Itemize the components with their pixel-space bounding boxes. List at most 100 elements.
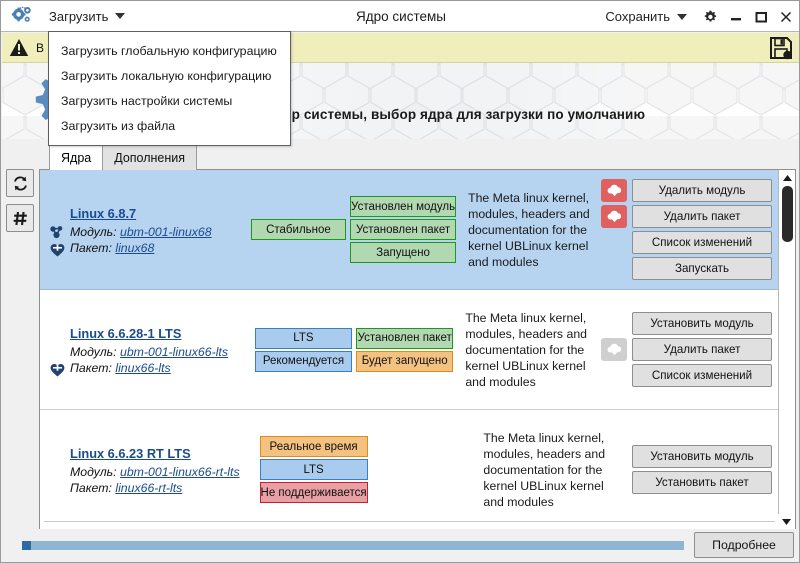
cloud-download-icon[interactable] bbox=[601, 338, 628, 361]
status-badge: Рекомендуется bbox=[254, 350, 353, 372]
action-row: Запускать bbox=[601, 257, 772, 280]
kernel-package-line: Пакет: linux68 bbox=[70, 240, 155, 255]
horizontal-scrollbar[interactable] bbox=[39, 514, 796, 530]
menu-load[interactable]: Загрузить bbox=[43, 1, 131, 32]
remove-module-button[interactable]: Удалить модуль bbox=[632, 179, 772, 202]
package-icon bbox=[48, 363, 66, 382]
tab-addons-label: Дополнения bbox=[114, 151, 186, 165]
floppy-save-icon[interactable] bbox=[769, 36, 793, 65]
kernel-title-link[interactable]: Linux 6.6.28-1 LTS bbox=[70, 325, 182, 341]
scroll-down-arrow-icon[interactable] bbox=[778, 514, 794, 529]
close-button[interactable] bbox=[778, 9, 793, 24]
progress-bar-chunk bbox=[22, 540, 31, 550]
menu-item-load-global-config[interactable]: Загрузить глобальную конфигурацию bbox=[49, 38, 290, 63]
action-row: Список изменений bbox=[601, 364, 773, 387]
remove-module-button-label: Удалить модуль bbox=[658, 184, 746, 197]
kernel-description: The Meta linux kernel, modules, headers … bbox=[483, 430, 606, 509]
details-button-label: Подробнее bbox=[712, 538, 776, 552]
scrollbar-thumb[interactable] bbox=[782, 186, 793, 242]
install-module-button-label: Установить модуль bbox=[650, 317, 754, 330]
chevron-down-icon bbox=[115, 13, 126, 19]
tab-addons[interactable]: Дополнения bbox=[102, 145, 198, 170]
status-badge: Будет запущено bbox=[356, 350, 454, 372]
tool-column bbox=[6, 169, 34, 239]
changelog-button-label: Список изменений bbox=[651, 369, 753, 382]
title-bar: Загрузить Ядро системы Сохранить bbox=[1, 1, 799, 32]
install-package-button[interactable]: Установить пакет bbox=[632, 471, 772, 494]
menu-load-label: Загрузить bbox=[49, 8, 109, 24]
changelog-button-label: Список изменений bbox=[651, 236, 753, 249]
cloud-download-icon[interactable] bbox=[601, 205, 627, 228]
warning-triangle-icon bbox=[2, 38, 36, 57]
refresh-button[interactable] bbox=[6, 169, 34, 197]
scroll-up-arrow-icon[interactable] bbox=[779, 170, 795, 185]
minimize-button[interactable] bbox=[728, 9, 743, 24]
kernel-description: The Meta linux kernel, modules, headers … bbox=[468, 190, 590, 269]
kernel-badges-left: Стабильное bbox=[250, 219, 347, 240]
kernel-module-line: Модуль: ubm-001-linux66-rt-lts bbox=[70, 464, 240, 479]
kernel-module-link[interactable]: ubm-001-linux66-rt-lts bbox=[120, 464, 240, 479]
chevron-down-icon bbox=[677, 13, 687, 20]
menu-save[interactable]: Сохранить bbox=[599, 1, 693, 32]
details-button[interactable]: Подробнее bbox=[694, 532, 794, 558]
kernel-package-link[interactable]: linux68 bbox=[115, 240, 155, 255]
install-package-button-label: Установить пакет bbox=[655, 476, 749, 489]
tab-kernels[interactable]: Ядра bbox=[49, 145, 104, 170]
status-badge: Реальное время bbox=[259, 436, 368, 457]
kernel-row[interactable]: Linux 6.6.23 RT LTS Модуль: ubm-001-linux… bbox=[40, 410, 778, 529]
menu-item-load-from-file-label: Загрузить из файла bbox=[61, 118, 176, 133]
hash-button[interactable] bbox=[6, 204, 34, 232]
package-icon bbox=[48, 243, 66, 262]
remove-package-button[interactable]: Удалить пакет bbox=[632, 205, 772, 228]
vertical-scrollbar[interactable] bbox=[778, 170, 795, 529]
kernel-package-link[interactable]: linux66-rt-lts bbox=[115, 480, 183, 495]
kernel-row[interactable]: Linux 6.6.28-1 LTS Модуль: ubm-001-linux6… bbox=[40, 290, 778, 410]
menu-item-load-local-config[interactable]: Загрузить локальную конфигурацию bbox=[49, 63, 290, 88]
run-button[interactable]: Запускать bbox=[632, 257, 772, 280]
kernel-module-line: Модуль: ubm-001-linux68 bbox=[70, 224, 212, 239]
kernel-package-link[interactable]: linux66-lts bbox=[115, 360, 171, 375]
kernel-package-line: Пакет: linux66-lts bbox=[70, 360, 171, 375]
kernel-description: The Meta linux kernel, modules, headers … bbox=[465, 310, 588, 389]
changelog-button[interactable]: Список изменений bbox=[632, 364, 773, 387]
kernel-identity: Linux 6.6.28-1 LTS Модуль: ubm-001-linux6… bbox=[48, 325, 255, 376]
action-row: Список изменений bbox=[601, 231, 772, 254]
cloud-download-icon[interactable] bbox=[601, 179, 627, 202]
changelog-button[interactable]: Список изменений bbox=[632, 231, 772, 254]
kernel-module-link[interactable]: ubm-001-linux68 bbox=[120, 224, 212, 239]
status-badge: LTS bbox=[259, 459, 368, 480]
run-button-label: Запускать bbox=[674, 262, 730, 275]
menu-save-label: Сохранить bbox=[605, 9, 670, 24]
settings-gear-icon[interactable] bbox=[703, 9, 718, 24]
action-row: Установить пакет bbox=[622, 471, 772, 494]
kernel-title-link[interactable]: Linux 6.8.7 bbox=[70, 205, 137, 221]
status-footer: Подробнее bbox=[2, 529, 799, 561]
action-row: Установить модуль bbox=[622, 445, 772, 468]
kernel-package-line: Пакет: linux66-rt-lts bbox=[70, 480, 183, 495]
tab-kernels-label: Ядра bbox=[61, 151, 92, 165]
kernel-module-link[interactable]: ubm-001-linux66-lts bbox=[120, 344, 228, 359]
kernel-module-line: Модуль: ubm-001-linux66-lts bbox=[70, 344, 228, 359]
hscroll-track bbox=[44, 521, 775, 522]
title-bar-right: Сохранить bbox=[599, 1, 799, 32]
kernel-title-link[interactable]: Linux 6.6.23 RT LTS bbox=[70, 445, 191, 461]
maximize-button[interactable] bbox=[753, 9, 768, 24]
action-row: Удалить пакет bbox=[601, 205, 772, 228]
remove-package-button[interactable]: Удалить пакет bbox=[632, 338, 773, 361]
menu-item-load-local-config-label: Загрузить локальную конфигурацию bbox=[61, 68, 272, 83]
menu-item-load-system-settings[interactable]: Загрузить настройки системы bbox=[49, 88, 290, 113]
install-module-button[interactable]: Установить модуль bbox=[632, 312, 773, 335]
menu-item-load-from-file[interactable]: Загрузить из файла bbox=[49, 113, 290, 138]
install-module-button[interactable]: Установить модуль bbox=[632, 445, 772, 468]
